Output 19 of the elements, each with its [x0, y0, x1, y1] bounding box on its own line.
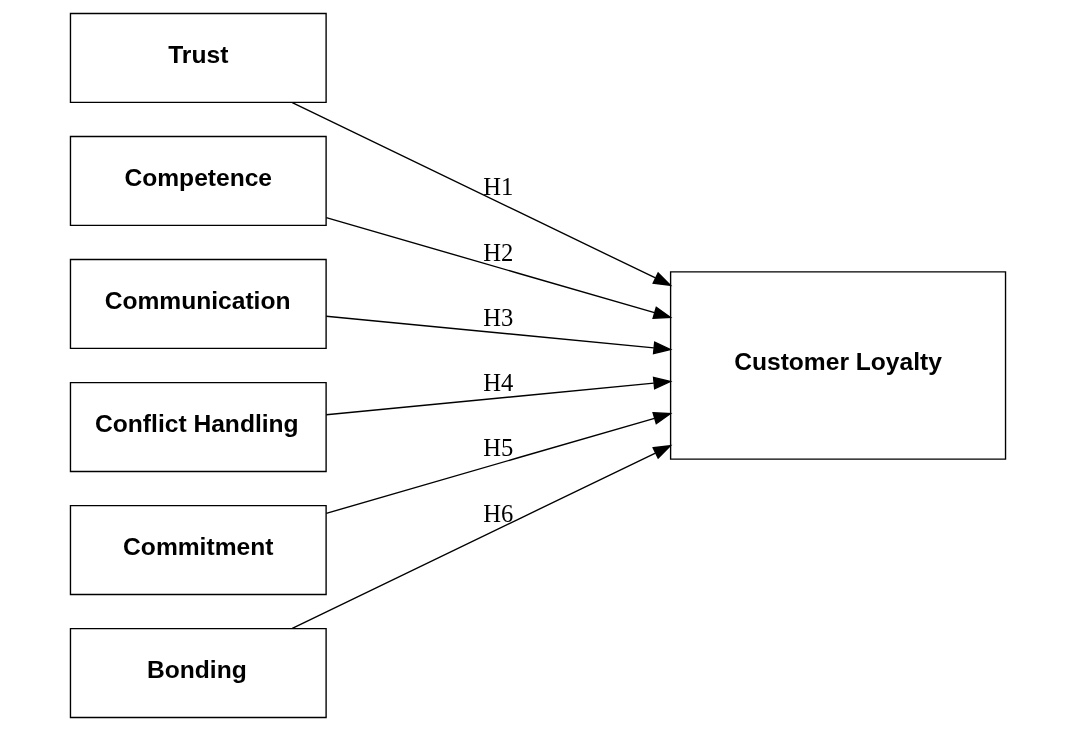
arrow [325, 412, 672, 515]
arrow [325, 315, 672, 355]
edge-label: H5 [482, 434, 513, 462]
node-box: Bonding [69, 627, 327, 719]
edge-label: H1 [482, 173, 513, 201]
arrow [325, 216, 672, 319]
edge-label: H2 [482, 238, 513, 266]
node-box: Conflict Handling [69, 381, 327, 473]
arrow [291, 444, 672, 630]
arrow [291, 101, 672, 287]
edge-label: H4 [482, 368, 513, 396]
node-box: Customer Loyalty [669, 271, 1006, 460]
edge-label: H3 [482, 304, 513, 332]
node-box: Communication [69, 258, 327, 350]
edge-label: H6 [482, 499, 513, 527]
node-box: Commitment [69, 504, 327, 596]
node-box: Trust [69, 12, 327, 104]
node-box: Competence [69, 135, 327, 227]
arrow [325, 376, 672, 416]
